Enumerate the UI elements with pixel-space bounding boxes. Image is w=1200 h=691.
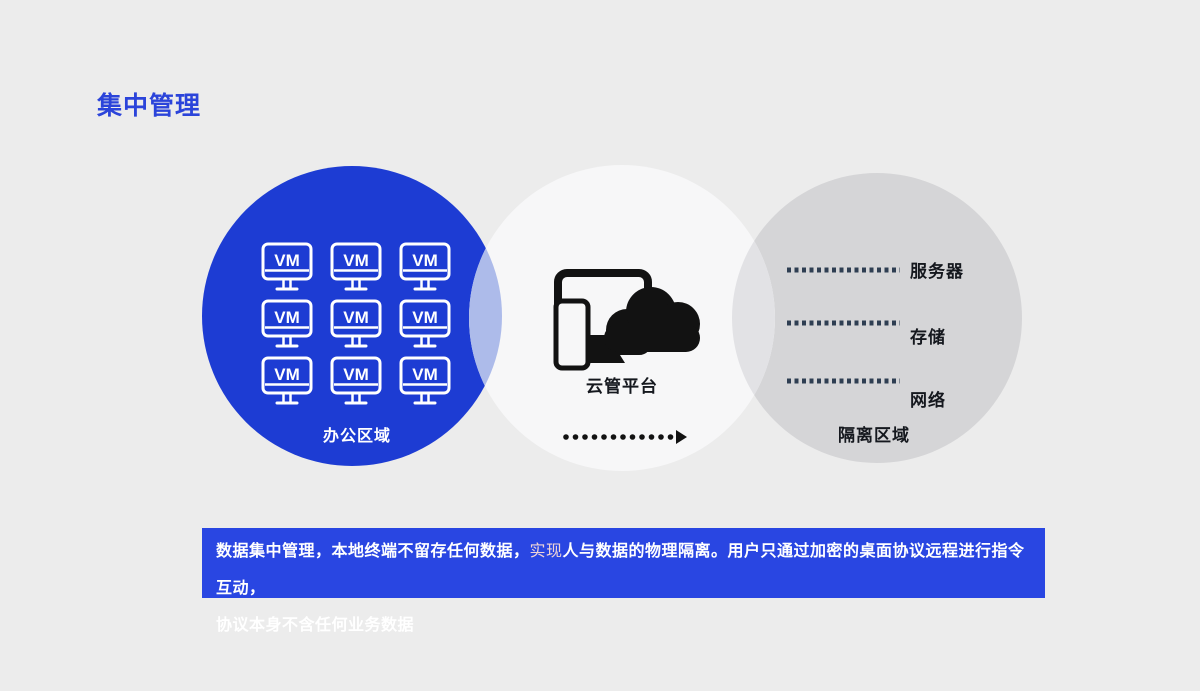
vm-label: VM: [274, 251, 300, 270]
vm-icon: VM: [330, 242, 382, 291]
banner-text-segment-highlight: 实现: [529, 543, 563, 560]
vm-label: VM: [274, 308, 300, 327]
page-title: 集中管理: [97, 92, 202, 120]
vm-icon: VM: [261, 356, 313, 405]
isolated-zone-circle: [732, 173, 1022, 463]
vm-label: VM: [412, 308, 438, 327]
banner-text-segment: 数据集中管理，本地终端不留存任何数据，: [216, 543, 530, 560]
vm-label: VM: [274, 365, 300, 384]
isolated-item-server: 服务器: [910, 261, 964, 281]
banner-text-segment: 协议本身不含任何业务数据: [216, 617, 415, 634]
vm-icon: VM: [399, 299, 451, 348]
vm-label: VM: [412, 251, 438, 270]
vm-icon: VM: [261, 299, 313, 348]
isolated-zone-items: 服务器 存储 网络: [787, 261, 964, 410]
isolated-item-storage: 存储: [910, 327, 946, 347]
cloud-platform-label: 云管平台: [586, 376, 658, 396]
isolated-zone-label: 隔离区域: [838, 425, 910, 445]
dotted-right-arrow-icon: [563, 430, 687, 444]
office-zone-circle: [202, 166, 502, 466]
vm-icon: VM: [330, 299, 382, 348]
vm-label: VM: [412, 365, 438, 384]
vm-label: VM: [343, 365, 369, 384]
vm-icon: VM: [399, 242, 451, 291]
isolated-item-network: 网络: [910, 390, 946, 410]
vm-icon: VM: [261, 242, 313, 291]
vm-icon: VM: [330, 356, 382, 405]
banner-text-segment: 人与数据的物理隔离。用户只通过加密的桌面协议远程进行指令互动，: [216, 543, 1025, 597]
cloud-shape: [604, 287, 700, 352]
description-banner: 数据集中管理，本地终端不留存任何数据，实现人与数据的物理隔离。用户只通过加密的桌…: [202, 528, 1045, 634]
vm-icon: VM: [399, 356, 451, 405]
phone-icon: [553, 298, 591, 371]
office-zone-label: 办公区域: [323, 426, 391, 445]
vm-label: VM: [343, 251, 369, 270]
devices-cloud-icon: [553, 269, 700, 371]
vm-label: VM: [343, 308, 369, 327]
vm-grid: VM VM VM VM VM: [261, 242, 451, 405]
